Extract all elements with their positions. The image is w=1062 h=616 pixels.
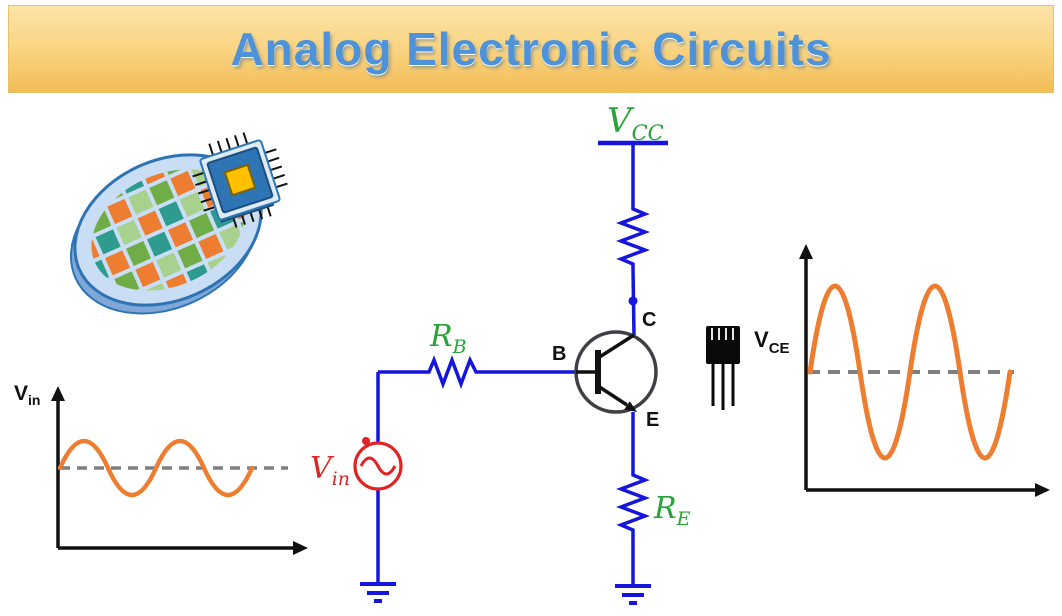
- to92-package-icon: [706, 326, 740, 410]
- input-graph: Vin: [14, 382, 308, 555]
- emitter-ground-icon: [615, 584, 651, 605]
- ac-source-sine-icon: [359, 456, 397, 476]
- re-label: RE: [653, 491, 691, 530]
- transistor-emitter-lead: [597, 384, 628, 407]
- base-resistor: [424, 355, 492, 389]
- transistor-collector-lead: [597, 333, 635, 360]
- vcc-label: VCC: [607, 101, 664, 145]
- vin-label: Vin: [310, 451, 350, 490]
- collector-resistor: [616, 204, 650, 268]
- input-waveform: [57, 438, 255, 498]
- output-axis-label: VCE: [754, 327, 790, 357]
- chip-icon: [192, 132, 288, 228]
- ac-source-polarity-dot: [362, 437, 370, 445]
- page-title: Analog Electronic Circuits: [230, 23, 832, 75]
- transistor-internals: [576, 333, 635, 407]
- input-axis-label: Vin: [14, 382, 40, 408]
- title-banner: Analog Electronic Circuits: [8, 5, 1054, 93]
- ac-source: [353, 441, 403, 491]
- base-terminal-label: B: [552, 343, 566, 365]
- transistor-emitter-arrow-icon: [624, 401, 637, 412]
- input-axis-right-arrow-icon: [293, 541, 308, 555]
- input-axis-up-arrow-icon: [51, 386, 65, 401]
- output-axis-up-arrow-icon: [799, 244, 813, 259]
- to92-legs: [711, 364, 735, 410]
- component-labels-green: VCC RB RE: [429, 101, 691, 530]
- chip-die: [223, 163, 257, 197]
- output-axis-right-arrow-icon: [1035, 483, 1050, 497]
- to92-hatch: [711, 328, 734, 340]
- collector-terminal-label: C: [642, 309, 656, 331]
- emitter-resistor: [616, 470, 650, 545]
- circuit-wires: [360, 140, 668, 605]
- emitter-terminal-label: E: [646, 409, 659, 431]
- collector-node-dot: [628, 296, 638, 306]
- output-waveform: [807, 283, 1013, 461]
- output-graph: VCE: [754, 244, 1050, 497]
- to92-body: [706, 326, 740, 364]
- source-ground-icon: [360, 582, 396, 603]
- amplifier-circuit: VCC RB RE Vin B C E: [310, 101, 691, 605]
- rb-label: RB: [429, 319, 467, 358]
